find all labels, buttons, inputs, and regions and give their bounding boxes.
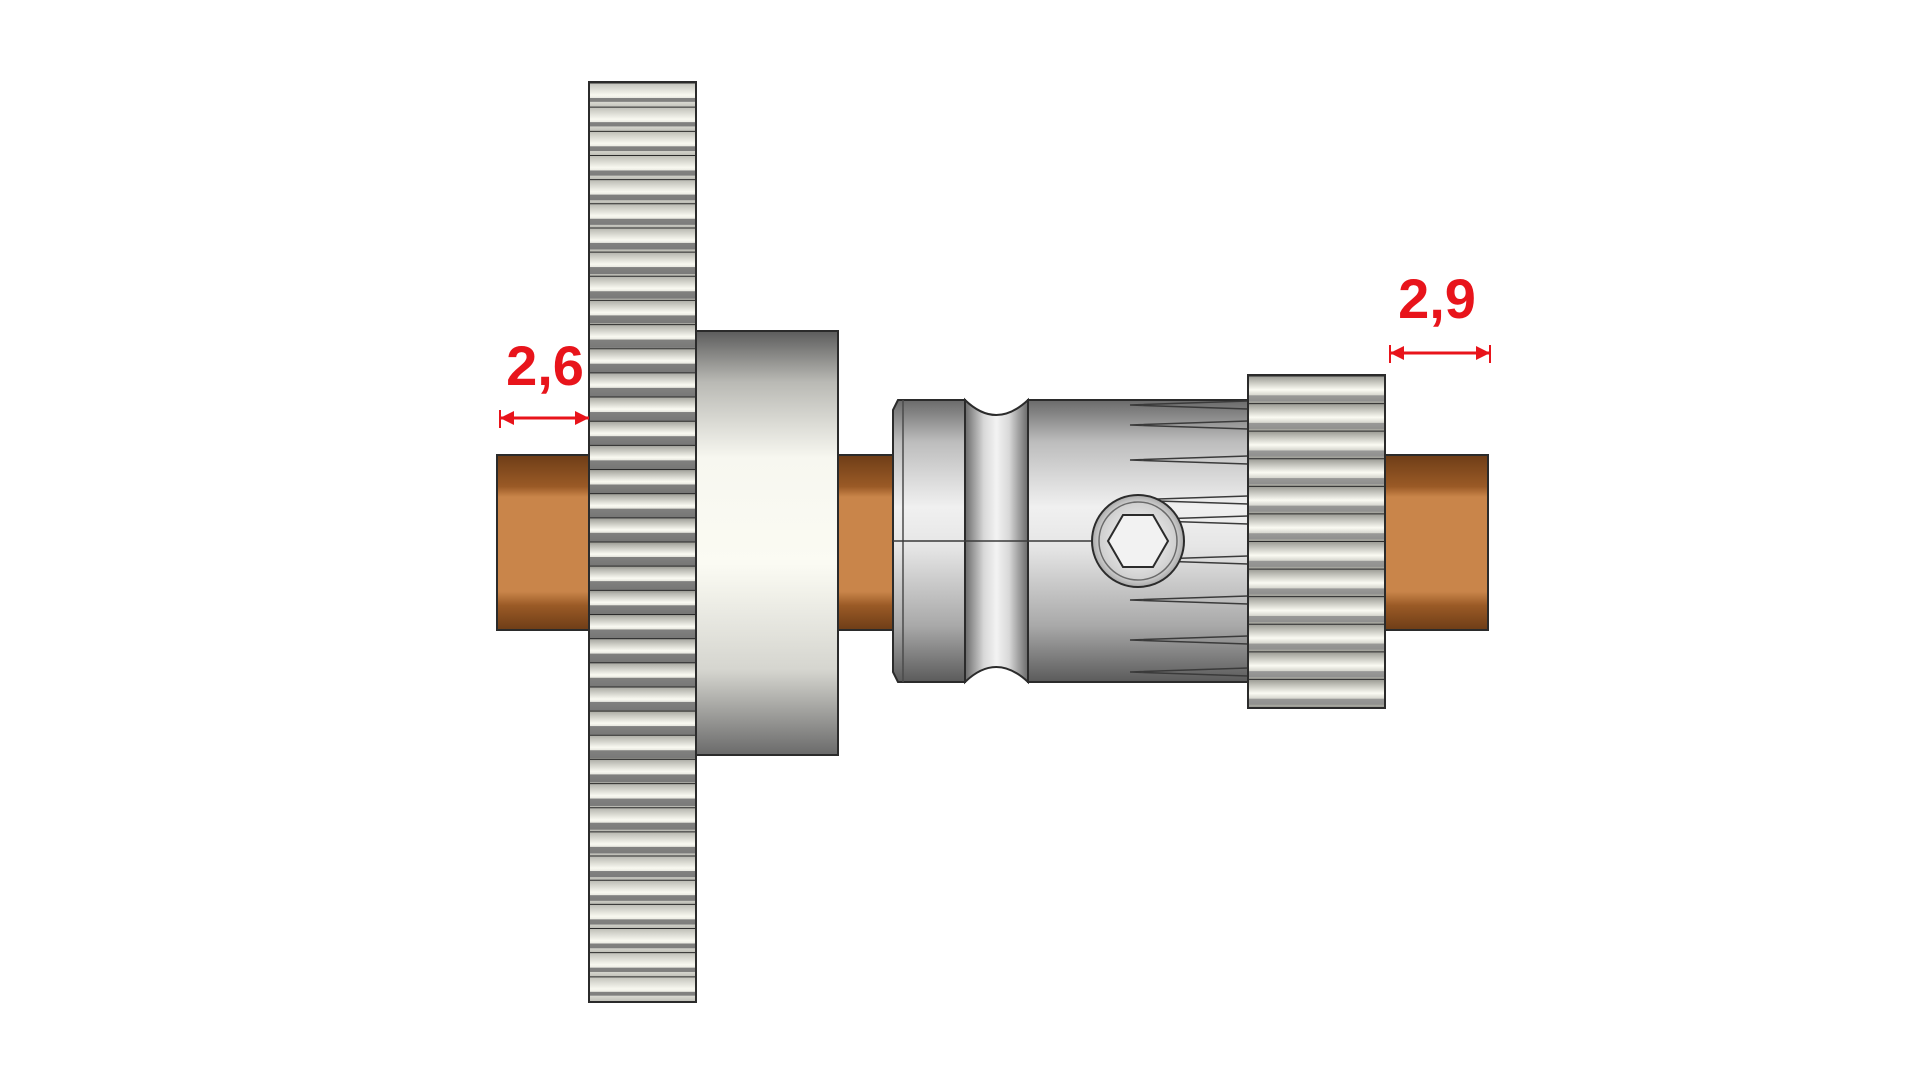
gear-tooth-gap <box>590 291 695 299</box>
pinion-gear-teeth <box>1249 375 1384 707</box>
pinion-tooth-gap <box>1249 533 1384 540</box>
gear-tooth-gap <box>590 556 695 569</box>
gear-tooth-gap <box>590 581 695 593</box>
gear-tooth-gap <box>590 701 695 712</box>
gear-tooth-gap <box>590 146 695 152</box>
pinion-tooth-gap <box>1249 698 1384 705</box>
gear-tooth-gap <box>590 194 695 201</box>
gear-tooth <box>590 107 695 132</box>
pinion-tooth-gap <box>1249 643 1384 650</box>
gear-tooth-gap <box>590 363 695 373</box>
gear-tooth-gap <box>590 97 695 102</box>
gear-tooth <box>590 928 695 953</box>
gear-tooth-gap <box>590 436 695 447</box>
coupling-body <box>892 397 1249 685</box>
gear-tooth-gap <box>590 122 695 127</box>
pinion-tooth-gap <box>1249 615 1384 623</box>
large-spur-gear <box>588 81 697 1003</box>
pinion-tooth-gap <box>1249 450 1384 457</box>
gear-tooth-gap <box>590 170 695 176</box>
gear-tooth-gap <box>590 484 695 496</box>
gear-tooth-gap <box>590 895 695 901</box>
gear-tooth-gap <box>590 919 695 925</box>
gear-tooth-gap <box>590 798 695 806</box>
gear-tooth-gap <box>590 774 695 783</box>
gear-tooth <box>590 83 695 108</box>
spline-mark <box>1129 400 1249 410</box>
gear-tooth-gap <box>590 943 695 949</box>
shaft-right-segment <box>1384 454 1489 631</box>
pinion-tooth-gap <box>1249 505 1384 512</box>
spline-mark <box>1129 635 1249 645</box>
gear-tooth-gap <box>590 750 695 759</box>
gear-tooth-gap <box>590 677 695 688</box>
shaft-middle-segment <box>837 454 894 631</box>
gear-tooth-gap <box>590 242 695 250</box>
gear-tooth-gap <box>590 605 695 617</box>
hex-socket-icon <box>1106 514 1170 568</box>
gear-tooth-gap <box>590 508 695 521</box>
gear-tooth-gap <box>590 315 695 324</box>
gear-tooth-gap <box>590 460 695 471</box>
dimension-left: 2,6 <box>499 334 589 428</box>
spline-mark <box>1129 420 1249 430</box>
shaft <box>496 454 1489 631</box>
dimension-right-label: 2,9 <box>1398 267 1476 330</box>
gear-tooth-gap <box>590 871 695 878</box>
dimension-left-label: 2,6 <box>506 334 584 397</box>
pinion-tooth-gap <box>1249 422 1384 429</box>
spline-mark <box>1129 595 1249 605</box>
spline-mark <box>1129 667 1249 677</box>
large-gear-teeth <box>590 82 695 1001</box>
shaft-left-segment <box>496 454 596 631</box>
gear-tooth-gap <box>590 991 695 996</box>
gear-tooth-gap <box>590 267 695 275</box>
gear-tooth <box>590 904 695 929</box>
gear-tooth-gap <box>590 532 695 545</box>
gear-hub <box>695 330 839 756</box>
gear-tooth-gap <box>590 412 695 422</box>
set-screw <box>1091 494 1185 588</box>
gear-tooth-gap <box>590 218 695 225</box>
dimension-right: 2,9 <box>1389 267 1491 363</box>
gear-tooth-gap <box>590 629 695 640</box>
gear-tooth-gap <box>590 846 695 854</box>
gear-tooth-gap <box>590 822 695 830</box>
gear-tooth-gap <box>590 387 695 398</box>
gear-tooth <box>590 131 695 156</box>
pinion-tooth-gap <box>1249 478 1384 485</box>
gear-tooth <box>590 952 695 977</box>
gear-tooth-gap <box>590 967 695 972</box>
pinion-tooth-gap <box>1249 560 1384 567</box>
gear-tooth-gap <box>590 653 695 664</box>
pinion-tooth-gap <box>1249 588 1384 595</box>
spline-mark <box>1129 455 1249 465</box>
gear-tooth <box>590 155 695 180</box>
pinion-tooth-gap <box>1249 671 1384 678</box>
gear-tooth-gap <box>590 726 695 735</box>
gear-tooth <box>590 976 695 1001</box>
small-pinion-gear <box>1247 374 1386 709</box>
gear-tooth-gap <box>590 339 695 348</box>
pinion-tooth-gap <box>1249 395 1384 402</box>
